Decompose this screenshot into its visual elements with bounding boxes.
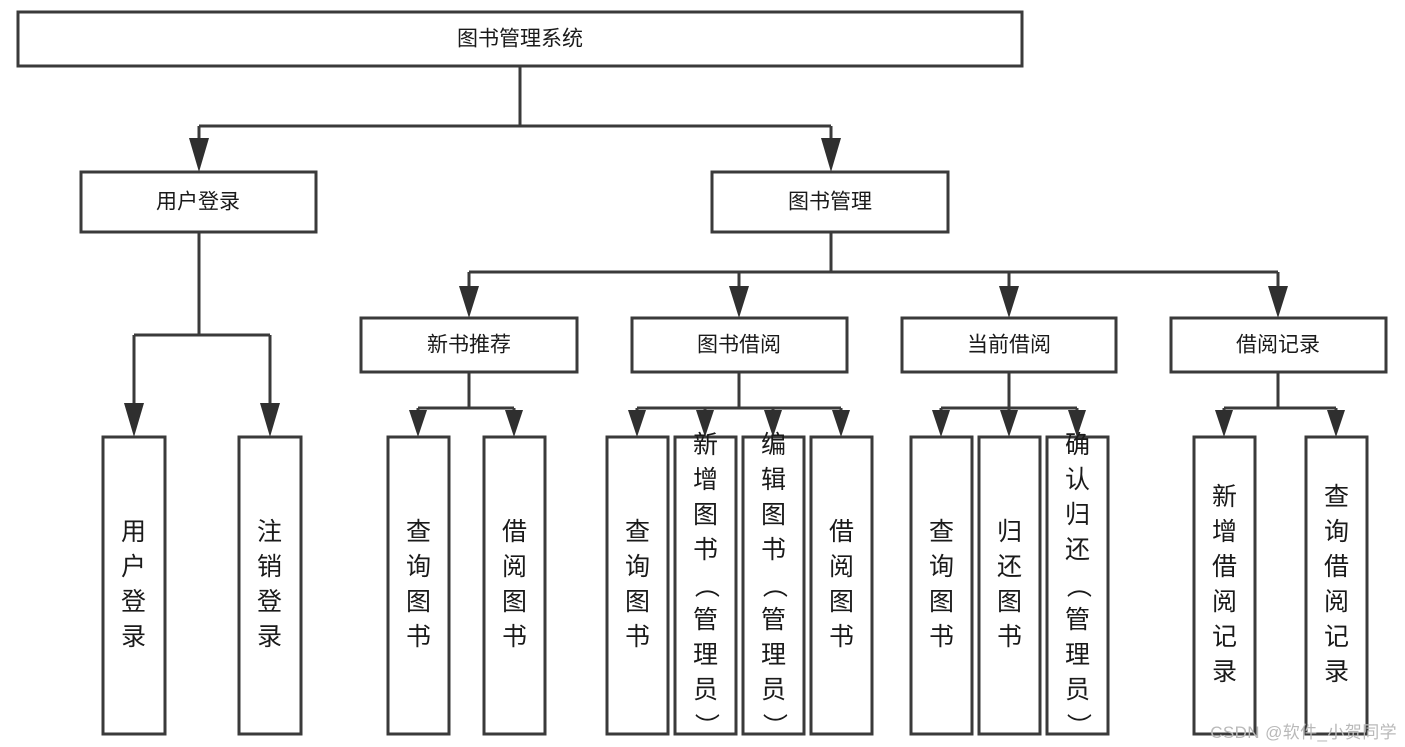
node-leaf-user-login-box[interactable] (101, 435, 167, 736)
node-leaf-query-record-box[interactable] (1304, 435, 1369, 736)
watermark-label: CSDN @软件_小贺同学 (1210, 723, 1397, 742)
arrow-icon-to-user-login (189, 138, 209, 172)
node-book-manage-label: 图书管理 (788, 191, 872, 214)
node-root-label: 图书管理系统 (457, 28, 583, 51)
node-book-borrow-box[interactable] (630, 316, 849, 374)
node-new-book-recommend-label: 新书推荐 (427, 334, 511, 357)
arrow-icon-to-edit-book (764, 410, 782, 437)
arrow-icon-to-current-borrow (999, 286, 1019, 318)
node-leaf-query-book-2-box[interactable] (605, 435, 670, 736)
leaf-layer (101, 435, 1369, 736)
arrow-icon-to-add-book (696, 410, 714, 437)
arrow-icon-to-borrow-book-2 (832, 410, 850, 437)
node-leaf-confirm-return-box[interactable] (1045, 435, 1110, 736)
node-current-borrow-box[interactable] (900, 316, 1118, 374)
node-book-borrow-label: 图书借阅 (697, 334, 781, 357)
arrow-icon-to-leaf-user-logout (260, 403, 280, 437)
node-leaf-return-book-box[interactable] (977, 435, 1042, 736)
node-user-login[interactable]: 用户登录 (79, 170, 318, 234)
arrow-icon-to-query-book-2 (628, 410, 646, 437)
node-leaf-query-book-3-box[interactable] (909, 435, 974, 736)
node-leaf-add-book-box[interactable] (673, 435, 738, 736)
node-root[interactable]: 图书管理系统 (16, 10, 1024, 68)
node-leaf-borrow-book-2-box[interactable] (809, 435, 874, 736)
arrow-icon-to-leaf-user-login (124, 403, 144, 437)
node-borrow-record[interactable]: 借阅记录 (1169, 316, 1388, 374)
node-book-manage[interactable]: 图书管理 (710, 170, 950, 234)
node-new-book-recommend[interactable]: 新书推荐 (359, 316, 579, 374)
arrowhead-layer (124, 138, 1345, 437)
arrow-icon-to-recommend (459, 286, 479, 318)
node-current-borrow[interactable]: 当前借阅 (900, 316, 1118, 374)
node-borrow-record-label: 借阅记录 (1236, 334, 1320, 357)
arrow-icon-to-book-manage (821, 138, 841, 172)
node-borrow-record-box[interactable] (1169, 316, 1388, 374)
node-book-manage-box[interactable] (710, 170, 950, 234)
arrow-icon-to-query-book-1 (409, 410, 427, 437)
arrow-icon-to-borrow-book-1 (505, 410, 523, 437)
node-book-borrow[interactable]: 图书借阅 (630, 316, 849, 374)
arrow-icon-to-confirm-return (1068, 410, 1086, 437)
arrow-icon-to-query-book-3 (932, 410, 950, 437)
node-leaf-query-book-1-box[interactable] (386, 435, 451, 736)
node-current-borrow-label: 当前借阅 (967, 334, 1051, 357)
node-user-login-label: 用户登录 (156, 191, 240, 214)
node-root-box[interactable] (16, 10, 1024, 68)
node-new-book-recommend-box[interactable] (359, 316, 579, 374)
arrow-icon-to-query-record (1327, 410, 1345, 437)
node-leaf-add-record-box[interactable] (1192, 435, 1257, 736)
arrow-icon-to-book-borrow (729, 286, 749, 318)
arrow-icon-to-add-record (1215, 410, 1233, 437)
node-user-login-box[interactable] (79, 170, 318, 234)
node-leaf-borrow-book-1-box[interactable] (482, 435, 547, 736)
arrow-icon-to-borrow-record (1268, 286, 1288, 318)
node-leaf-edit-book-box[interactable] (741, 435, 806, 736)
node-leaf-user-logout-box[interactable] (237, 435, 303, 736)
arrow-icon-to-return-book (1000, 410, 1018, 437)
